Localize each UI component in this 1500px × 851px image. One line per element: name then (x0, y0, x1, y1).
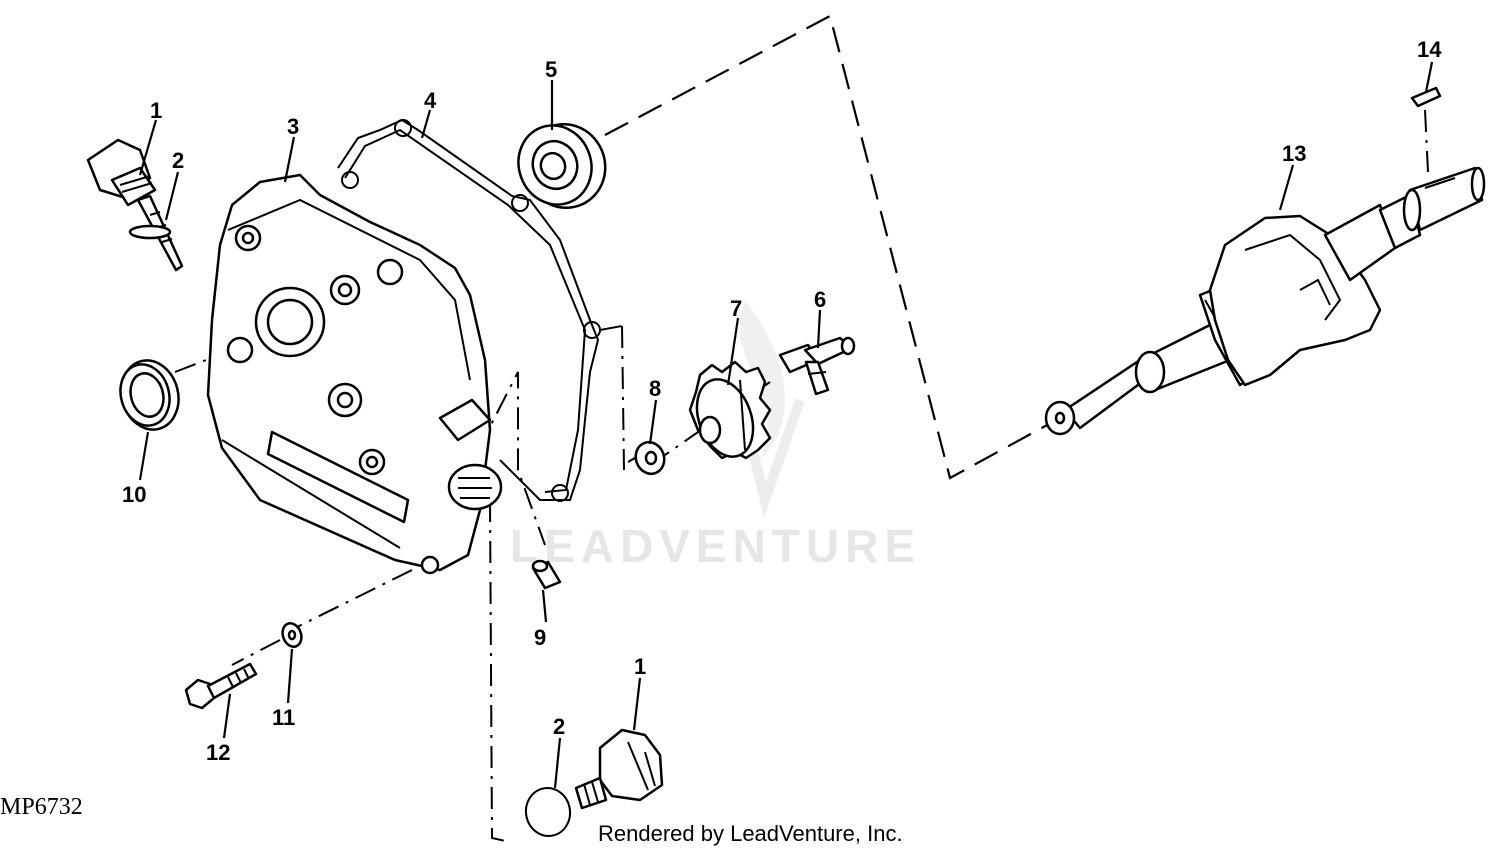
callout-4: 4 (424, 88, 437, 113)
callout-12: 12 (206, 740, 230, 765)
callout-1-top: 1 (150, 98, 162, 123)
o-ring-top (128, 224, 172, 240)
render-credit: Rendered by LeadVenture, Inc. (598, 821, 903, 846)
woodruff-key (1410, 86, 1442, 108)
callout-14: 14 (1417, 37, 1442, 62)
oil-seal (119, 359, 180, 431)
callout-11: 11 (272, 705, 295, 730)
callout-labels: 1 2 3 4 5 6 7 8 9 10 11 12 13 14 1 2 (122, 37, 1442, 765)
crankshaft (1044, 166, 1486, 436)
dowel-pin (531, 559, 562, 590)
callout-9: 9 (534, 625, 546, 650)
governor-shaft (778, 336, 856, 396)
callout-13: 13 (1282, 141, 1306, 166)
callout-2-top: 2 (172, 148, 184, 173)
callout-2-bottom: 2 (553, 714, 565, 739)
callout-8: 8 (649, 376, 661, 401)
drawing-id: MP6732 (0, 794, 83, 820)
callout-5: 5 (545, 57, 557, 82)
governor-gear (688, 360, 772, 460)
callout-7: 7 (730, 296, 742, 321)
callout-3: 3 (287, 114, 299, 139)
callout-6: 6 (814, 287, 826, 312)
leader-lines (138, 61, 1434, 789)
gasket (337, 118, 601, 502)
thrust-washer (634, 440, 666, 476)
sealing-ring-bottom (524, 787, 572, 837)
watermark-text: LEADVENTURE (510, 520, 921, 572)
cap-screw (184, 662, 258, 710)
lock-washer (281, 622, 303, 648)
drain-plug-top (86, 138, 184, 272)
callout-1-bottom: 1 (634, 654, 646, 679)
drain-plug-bottom (574, 728, 664, 810)
crankcase-cover (206, 173, 503, 575)
callout-10: 10 (122, 482, 146, 507)
ball-bearing (517, 122, 607, 210)
